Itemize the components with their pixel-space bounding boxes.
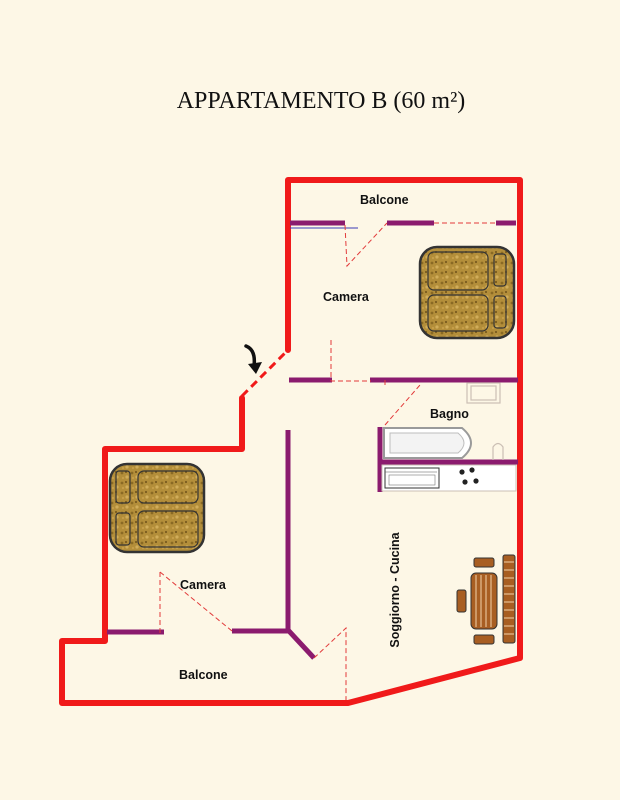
room-label-balcone-top: Balcone — [360, 193, 409, 207]
plan-title: APPARTAMENTO B (60 m²) — [176, 88, 466, 114]
bed-top — [418, 245, 516, 340]
bathtub — [383, 427, 472, 459]
entrance-opening — [240, 348, 290, 398]
room-label-camera-left: Camera — [180, 578, 227, 592]
room-label-bagno: Bagno — [430, 407, 469, 421]
door-swings — [159, 222, 496, 700]
room-label-balcone-bottom: Balcone — [179, 668, 228, 682]
kitchen-counter — [381, 464, 517, 492]
dining-table — [456, 554, 516, 645]
room-label-soggiorno-cucina: Soggiorno - Cucina — [388, 531, 402, 647]
sink — [466, 382, 501, 404]
room-label-camera-top: Camera — [323, 290, 370, 304]
bed-left — [108, 462, 206, 554]
toilet — [492, 442, 504, 460]
outer-walls — [59, 177, 523, 706]
inner-walls — [107, 220, 518, 660]
curved-arrow-icon — [244, 344, 262, 374]
